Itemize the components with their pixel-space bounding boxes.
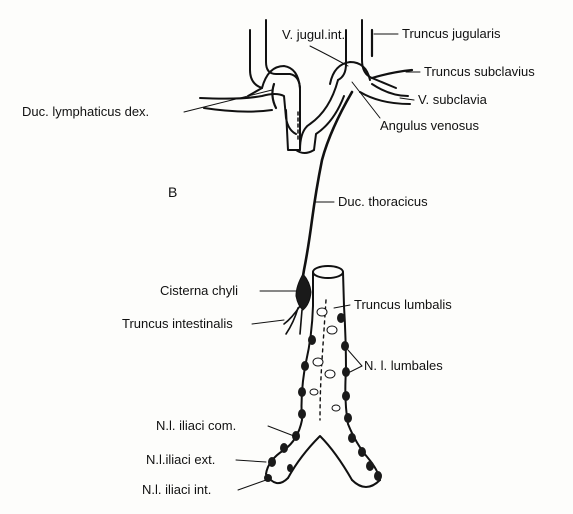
label-n-l-iliaci-ext: N.l.iliaci ext. <box>146 452 215 467</box>
lymph-node <box>374 471 382 481</box>
hollow-lymph-loops <box>309 307 341 412</box>
left-angulus-bulb <box>261 65 301 89</box>
labels: B V. jugul.int. Truncus jugularis Truncu… <box>22 26 535 497</box>
label-cisterna-chyli: Cisterna chyli <box>160 283 238 298</box>
left-jugular-vein-outer <box>247 29 263 97</box>
right-angulus-bulb <box>329 61 371 85</box>
left-subclavian-vein <box>199 93 297 135</box>
label-duc-lymphaticus-dex: Duc. lymphaticus dex. <box>22 104 149 119</box>
figure-letter: B <box>168 184 177 200</box>
lymph-nodes <box>264 313 382 482</box>
left-subclavian-vein-lower <box>203 107 273 113</box>
lymph-node <box>268 457 276 467</box>
leader-n-l-iliaci-ext <box>235 459 267 463</box>
label-truncus-intestinalis: Truncus intestinalis <box>122 316 233 331</box>
label-truncus-lumbalis: Truncus lumbalis <box>354 297 452 312</box>
label-truncus-subclavius: Truncus subclavius <box>424 64 535 79</box>
leader-v-subclavia <box>399 97 415 101</box>
iliac-bifurcation-inner <box>287 435 353 481</box>
hollow-loop <box>324 369 336 379</box>
label-angulus-venosus: Angulus venosus <box>380 118 480 133</box>
lymph-node <box>298 409 306 419</box>
intestinal-trunk-branches <box>283 305 303 335</box>
label-n-l-iliaci-int: N.l. iliaci int. <box>142 482 211 497</box>
lymph-node <box>348 433 356 443</box>
right-subclavian-vein-lower <box>359 91 411 105</box>
brachiocephalic-vein-inner <box>313 95 345 151</box>
hollow-loop <box>326 325 338 335</box>
leader-angulus-venosus <box>351 81 381 119</box>
label-n-l-iliaci-com: N.l. iliaci com. <box>156 418 236 433</box>
brachiocephalic-vein <box>299 79 339 151</box>
lymph-node <box>344 413 352 423</box>
lymph-node <box>366 461 374 471</box>
label-v-jugul-int: V. jugul.int. <box>282 27 345 42</box>
hollow-loop <box>316 307 328 317</box>
right-subclavian-vein <box>371 83 409 97</box>
lumbar-chain-dashes <box>319 299 327 421</box>
lymph-node <box>292 431 300 441</box>
lymph-node <box>301 361 309 371</box>
hollow-loop <box>309 388 319 396</box>
leader-v-jugul-int <box>309 45 349 67</box>
leader-duc-lymphaticus-dex <box>183 89 273 113</box>
thoracic-duct <box>300 90 354 284</box>
leader-truncus-lumbalis <box>333 304 351 309</box>
leader-n-l-iliaci-com <box>267 425 295 437</box>
lymph-node <box>337 313 345 323</box>
lymph-node <box>341 341 349 351</box>
cisterna-chyli-shape <box>295 273 312 311</box>
superior-vena-cava-bottom <box>295 149 315 154</box>
aorta-top-opening <box>312 265 344 279</box>
leader-lines <box>183 33 421 491</box>
leader-n-l-lumbales-1 <box>347 349 363 367</box>
truncus-subclavius-line <box>370 68 414 80</box>
label-n-l-lumbales: N. l. lumbales <box>364 358 443 373</box>
leader-n-l-lumbales-2 <box>349 365 363 373</box>
lymph-node <box>342 367 350 377</box>
right-jugular-vein-inner <box>337 29 347 81</box>
intestinal-branch-2 <box>285 307 299 335</box>
right-jugular-vein <box>361 19 397 89</box>
lymph-node <box>287 464 293 472</box>
lymph-node <box>358 447 366 457</box>
label-duc-thoracicus: Duc. thoracicus <box>338 194 428 209</box>
leader-n-l-iliaci-int <box>237 479 267 491</box>
label-v-subclavia: V. subclavia <box>418 92 488 107</box>
iliac-right-lower <box>351 479 381 488</box>
lymph-node <box>342 391 350 401</box>
lymph-node <box>280 443 288 453</box>
hollow-loop <box>312 357 324 367</box>
leader-truncus-intestinalis <box>251 319 285 325</box>
cervical-trunks <box>271 28 414 110</box>
hollow-loop <box>331 404 341 412</box>
lymph-node <box>298 387 306 397</box>
label-truncus-jugularis: Truncus jugularis <box>402 26 501 41</box>
intestinal-branch-3 <box>299 309 303 335</box>
lymph-node <box>308 335 316 345</box>
right-lymph-duct-line <box>271 82 278 110</box>
